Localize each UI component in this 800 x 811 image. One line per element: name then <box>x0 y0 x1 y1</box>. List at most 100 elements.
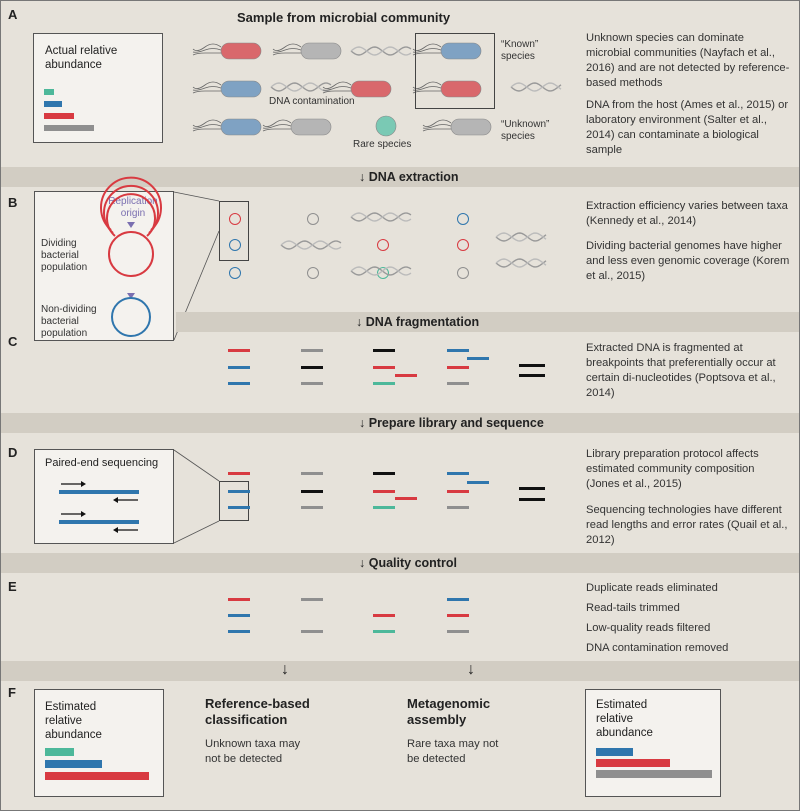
genome-circle-blue <box>457 213 469 225</box>
read-fragment-blue <box>447 349 469 352</box>
read-fragment-red <box>228 598 250 601</box>
bacterium-red <box>192 42 262 60</box>
panel-a-note-2: DNA from the host (Ames et al., 2015) or… <box>586 99 789 156</box>
read-fragment-black <box>301 490 323 493</box>
read-fragment-gray <box>447 630 469 633</box>
panel-b-note-1: Extraction efficiency varies between tax… <box>586 200 788 227</box>
read-fragment-gray <box>301 630 323 633</box>
contaminant-dna-illustration <box>280 212 547 276</box>
read-fragment-red <box>228 472 250 475</box>
read-fragment-black <box>373 349 395 352</box>
abundance-bar-blue <box>45 760 102 768</box>
qc-item-3: Low-quality reads filtered <box>586 622 711 634</box>
read-fragment-red <box>373 366 395 369</box>
abundance-bar-teal <box>45 748 74 756</box>
read-fragment-red <box>373 490 395 493</box>
metagenomic-assembly-note: Rare taxa may not be detected <box>407 738 499 765</box>
read-fragment-gray <box>301 349 323 352</box>
bacterium-gray <box>272 42 342 60</box>
read-fragment-gray <box>447 506 469 509</box>
read-fragment-red <box>447 366 469 369</box>
step-band-library <box>1 413 799 433</box>
abundance-bar-teal <box>44 89 54 95</box>
panel-d-letter: D <box>8 445 18 460</box>
estimated-abundance-title-right: Estimated relative abundance <box>596 699 653 739</box>
abundance-bar-red <box>44 113 74 119</box>
abundance-bar-red <box>596 759 670 767</box>
read-fragment-blue <box>467 357 489 360</box>
panel-b-letter: B <box>8 195 18 210</box>
known-species-label: “Known” species <box>501 39 539 62</box>
read-fragment-black <box>519 374 545 377</box>
read-fragment-gray <box>301 598 323 601</box>
qc-item-2: Read-tails trimmed <box>586 602 680 614</box>
paired-end-inset: Paired-end sequencing <box>34 449 174 544</box>
bacterium-red <box>412 80 482 98</box>
read-selection-box <box>219 481 249 521</box>
read-fragment-red <box>228 349 250 352</box>
bacterium-red <box>322 80 392 98</box>
read-fragment-blue <box>228 630 250 633</box>
abundance-bar-blue <box>596 748 633 756</box>
genome-circle-red <box>457 239 469 251</box>
step-extraction-text: DNA extraction <box>368 170 459 184</box>
genome-circle-gray <box>307 213 319 225</box>
rare-species-label: Rare species <box>353 139 412 150</box>
read-fragment-red <box>395 374 417 377</box>
panel-b-note-2: Dividing bacterial genomes have higher a… <box>586 240 790 282</box>
read-fragment-blue <box>228 614 250 617</box>
bacterium-gray <box>262 118 332 136</box>
arrow-assembly: ↓ <box>467 661 475 678</box>
actual-abundance-box: Actual relative abundance <box>33 33 163 143</box>
genome-circle-gray <box>457 267 469 279</box>
paired-end-reads <box>59 481 139 533</box>
panel-d-note-2: Sequencing technologies have different r… <box>586 504 788 546</box>
read-fragment-blue <box>447 598 469 601</box>
step-band-analysis <box>1 661 799 681</box>
read-fragment-black <box>519 498 545 501</box>
step-library-text: Prepare library and sequence <box>368 416 544 430</box>
metagenomic-assembly-title: Metagenomic assembly <box>407 696 491 727</box>
read-fragment-teal <box>373 382 395 385</box>
contaminant-dna <box>510 82 562 92</box>
read-fragment-blue <box>467 481 489 484</box>
panel-c-note: Extracted DNA is fragmented at breakpoin… <box>586 342 776 399</box>
panel-f-letter: F <box>8 685 16 700</box>
contaminant-dna <box>495 258 547 268</box>
arrow-reference: ↓ <box>281 661 289 678</box>
estimated-abundance-title-left: Estimated relative abundance <box>45 701 102 741</box>
read-fragment-gray <box>301 382 323 385</box>
genome-circles-illustration <box>100 176 162 337</box>
genome-circle-red <box>229 213 241 225</box>
bacterium-gray <box>422 118 492 136</box>
read-fragment-teal <box>373 630 395 633</box>
genome-circle-red <box>377 239 389 251</box>
bacterium-blue <box>192 80 262 98</box>
step-band-fragmentation <box>176 312 799 332</box>
replication-inset: Replication origin Dividing bacterial po… <box>34 176 174 341</box>
rare-species-cell <box>375 115 397 137</box>
abundance-bar-gray <box>44 125 94 131</box>
dna-contamination-label: DNA contamination <box>269 96 355 107</box>
abundance-bar-blue <box>44 101 62 107</box>
circle-selection-box <box>219 201 249 261</box>
read-fragment-blue <box>228 506 250 509</box>
genome-circle-gray <box>307 267 319 279</box>
contaminant-dna <box>270 82 332 92</box>
panel-a-title: Sample from microbial community <box>237 10 451 25</box>
read-fragment-red <box>447 614 469 617</box>
reference-based-note: Unknown taxa may not be detected <box>205 738 301 765</box>
read-fragment-blue <box>228 366 250 369</box>
contaminant-dna <box>280 240 342 250</box>
step-qc-text: Quality control <box>368 556 457 570</box>
contaminant-dna <box>495 232 547 242</box>
bacterium-blue <box>192 118 262 136</box>
read-fragment-gray <box>301 506 323 509</box>
panel-c-letter: C <box>8 334 18 349</box>
unknown-species-label: “Unknown” species <box>501 119 550 142</box>
step-qc-label: ↓ Quality control <box>359 556 457 570</box>
paired-end-label: Paired-end sequencing <box>45 457 159 469</box>
genome-circle-blue <box>229 267 241 279</box>
inset-connector-lines-d <box>173 449 220 544</box>
